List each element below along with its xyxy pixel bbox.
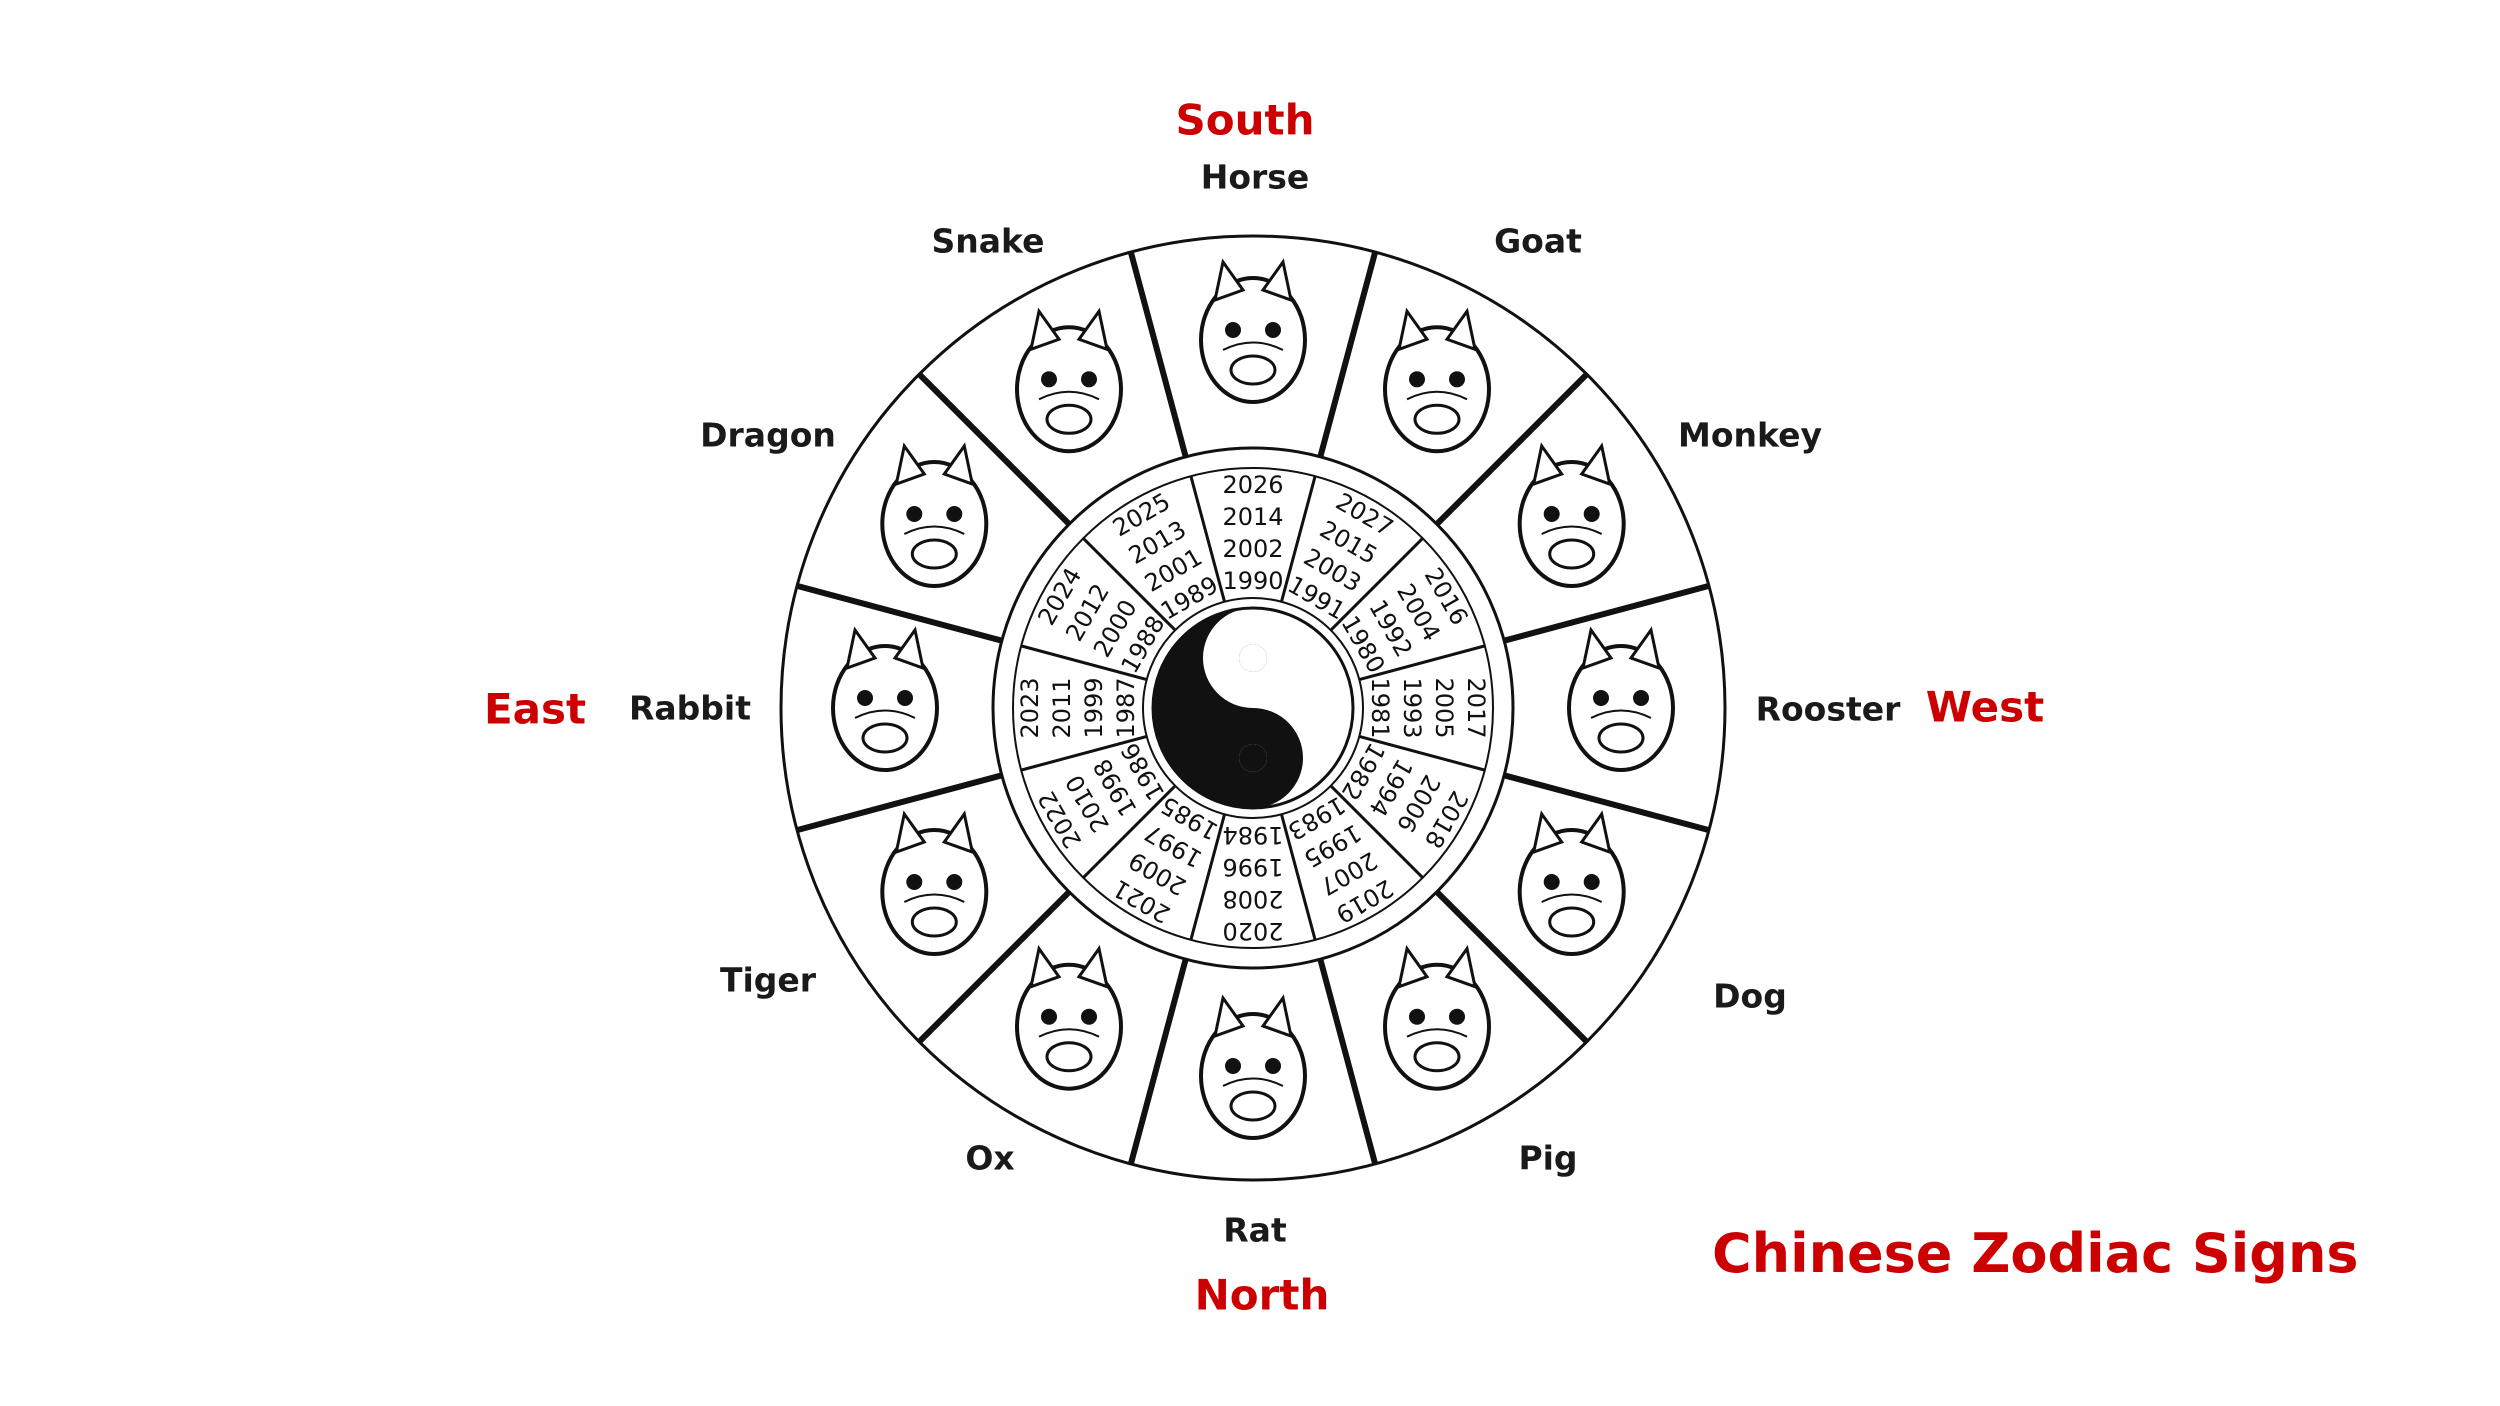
sector-divider (1434, 889, 1589, 1044)
horse-head-icon (1199, 258, 1307, 404)
rat-head-icon (1199, 994, 1307, 1140)
label-goat: Goat (1494, 221, 1582, 261)
dragon-head-icon (880, 442, 989, 588)
year-label: 2014 (1222, 503, 1283, 531)
outer-ring (779, 234, 1727, 1182)
year-label: 2020 (1222, 917, 1283, 945)
year-divider (1358, 735, 1486, 772)
label-monkey: Monkey (1678, 415, 1822, 455)
goat-head-icon (1383, 307, 1491, 454)
monkey-head-icon (1517, 442, 1626, 588)
sector-divider (917, 372, 1072, 527)
label-tiger: Tiger (719, 960, 817, 1000)
label-dragon: Dragon (700, 415, 836, 455)
label-rabbit: Rabbit (628, 688, 752, 728)
label-pig: Pig (1518, 1138, 1578, 1178)
year-divider (1082, 537, 1177, 632)
center-ring (1142, 597, 1364, 819)
year-ring (1012, 467, 1494, 949)
year-divider (1020, 735, 1148, 772)
direction-south: South (1175, 95, 1315, 145)
page-title: Chinese Zodiac Signs (1712, 1222, 2359, 1285)
year-divider (1280, 475, 1317, 603)
year-divider (1082, 784, 1177, 879)
year-divider (1329, 784, 1424, 879)
label-dog: Dog (1713, 976, 1787, 1016)
year-group-rat: 2020 2008 1996 1984 (1222, 821, 1283, 945)
sector-divider (1127, 958, 1189, 1165)
year-divider (1280, 813, 1317, 941)
middle-ring (991, 446, 1515, 970)
year-label: 1981 (1366, 677, 1394, 738)
pig-head-icon (1383, 945, 1491, 1091)
year-label: 2005 (1430, 677, 1458, 738)
sector-divider (1503, 772, 1710, 834)
label-rat: Rat (1223, 1210, 1287, 1250)
dog-head-icon (1517, 810, 1626, 956)
sector-divider (1317, 958, 1379, 1165)
year-label: 2011 (1048, 677, 1076, 738)
label-ox: Ox (965, 1138, 1015, 1178)
year-group-horse: 2026 2014 2002 1990 (1222, 471, 1283, 595)
year-label: 1999 (1080, 677, 1108, 738)
year-label: 1984 (1222, 821, 1283, 849)
year-divider (1329, 537, 1424, 632)
label-snake: Snake (931, 221, 1045, 261)
year-label: 2023 (1016, 677, 1044, 738)
snake-head-icon (1015, 307, 1123, 454)
sector-divider (1503, 582, 1710, 644)
year-label: 1987 (1112, 677, 1140, 738)
year-divider (1189, 475, 1226, 603)
rooster-head-icon (1567, 626, 1675, 772)
sector-divider (917, 889, 1072, 1044)
sector-divider (1317, 251, 1379, 458)
year-label: 1993 (1398, 677, 1426, 738)
direction-west: West (1925, 682, 2045, 732)
year-label: 1996 (1222, 853, 1283, 881)
label-rooster: Rooster (1755, 689, 1901, 729)
tiger-head-icon (880, 810, 989, 956)
year-divider (1358, 644, 1486, 681)
sector-divider (1127, 251, 1189, 458)
label-horse: Horse (1200, 157, 1310, 197)
year-label: 1990 (1222, 567, 1283, 595)
sector-divider (1434, 372, 1589, 527)
year-label: 2017 (1462, 677, 1490, 738)
rabbit-head-icon (831, 626, 939, 772)
sector-divider (796, 772, 1003, 834)
sector-divider (796, 582, 1003, 644)
year-label: 2002 (1222, 535, 1283, 563)
direction-north: North (1194, 1270, 1330, 1320)
direction-east: East (483, 684, 587, 734)
year-divider (1020, 644, 1148, 681)
ox-head-icon (1015, 945, 1123, 1091)
year-label: 2008 (1222, 885, 1283, 913)
year-divider (1189, 813, 1226, 941)
year-label: 2026 (1222, 471, 1283, 499)
yin-yang-icon (1151, 606, 1355, 810)
